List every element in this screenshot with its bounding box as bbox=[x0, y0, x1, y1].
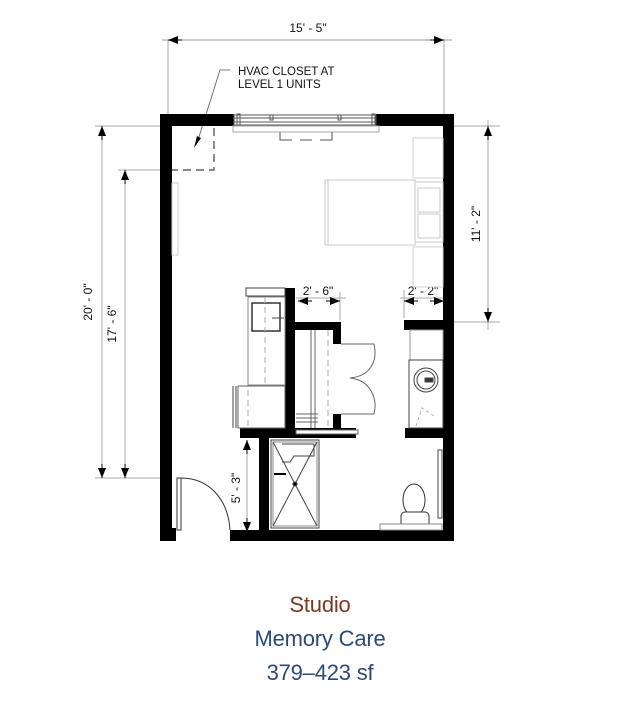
unit-type-label: Studio bbox=[289, 592, 351, 617]
nightstand bbox=[412, 137, 444, 288]
program-label: Memory Care bbox=[254, 626, 386, 651]
shower bbox=[270, 439, 320, 529]
dimension-room-length: 17' - 6" bbox=[105, 169, 162, 478]
dimension-bath-entry: 2' - 2" bbox=[400, 284, 446, 318]
hvac-note-line1: HVAC CLOSET AT bbox=[238, 66, 335, 78]
shower-length-label: 5' - 3" bbox=[229, 473, 243, 504]
wardrobe-closet bbox=[295, 330, 376, 435]
exterior-walls bbox=[160, 114, 454, 541]
kitchenette bbox=[232, 287, 286, 429]
floor-plan: 15' - 5" 20' - 0" 17' - 6" 11' - 2" 2' -… bbox=[81, 21, 500, 541]
bath-entry-label: 2' - 2" bbox=[408, 284, 439, 298]
grab-bar bbox=[437, 449, 443, 519]
dimension-overall-length: 20' - 0" bbox=[81, 125, 162, 479]
room-length-label: 17' - 6" bbox=[105, 305, 119, 342]
bed bbox=[324, 179, 444, 246]
dimension-overall-width: 15' - 5" bbox=[162, 21, 452, 118]
window bbox=[232, 113, 380, 141]
entry-door bbox=[176, 477, 231, 531]
bathroom-sink bbox=[408, 329, 444, 429]
area-label: 379–423 sf bbox=[266, 660, 374, 685]
hvac-note: HVAC CLOSET AT LEVEL 1 UNITS bbox=[170, 66, 335, 171]
overall-width-label: 15' - 5" bbox=[289, 21, 326, 35]
bedroom-depth-label: 11' - 2" bbox=[469, 206, 483, 242]
dimension-bedroom-depth: 11' - 2" bbox=[452, 120, 500, 330]
closet-opening-label: 2' - 6" bbox=[303, 284, 334, 298]
hvac-note-line2: LEVEL 1 UNITS bbox=[238, 79, 321, 91]
dimension-shower-length: 5' - 3" bbox=[229, 440, 251, 532]
overall-length-label: 20' - 0" bbox=[81, 283, 95, 320]
toilet bbox=[379, 483, 443, 531]
wall-cabinet bbox=[171, 182, 179, 256]
dimension-closet-opening: 2' - 6" bbox=[296, 284, 346, 320]
